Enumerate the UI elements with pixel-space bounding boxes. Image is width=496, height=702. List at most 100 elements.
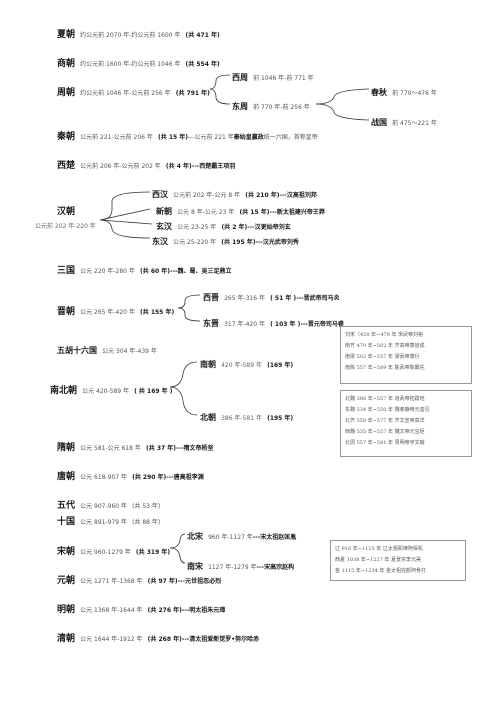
- box-line: 辽 916 年~1125 年 辽太祖耶律阿保机: [335, 546, 423, 552]
- dynasty-name: 清朝: [57, 634, 76, 644]
- sub-east-jin: 东晋 317 年-420 年 ( 103 年 )---晋元帝司马睿: [203, 315, 344, 331]
- sub-name: 玄汉: [156, 222, 172, 231]
- sub-east-han: 东汉 公元 25-220 年 (共 195 年)---汉光武帝刘秀: [152, 233, 299, 249]
- sub-xin: 新朝 公元 8 年-公元 23 年 (共 15 年)---新太祖建兴帝王莽: [156, 203, 325, 219]
- dynasty-duration: (共 53 年): [132, 503, 161, 510]
- sub-date: 前 1046 年-前 771 年: [253, 75, 314, 82]
- dynasty-han: 汉朝: [57, 203, 75, 218]
- dynasty-name: 三国: [57, 266, 76, 276]
- dynasty-duration: (共 268 年): [147, 636, 182, 643]
- dynasty-duration: (共 554 年): [185, 61, 220, 68]
- sub-duration: (共 210 年): [245, 192, 280, 199]
- dynasty-shang: 商朝 约公元前 1600 年-约公元前 1046 年 (共 554 年): [57, 55, 220, 71]
- sub-date: 公元前 202 年-公元 8 年: [173, 192, 241, 199]
- sub-name: 西周: [232, 73, 248, 82]
- sub-name: 东汉: [152, 237, 168, 246]
- dynasty-duration: (共 290 年): [132, 474, 167, 481]
- sub-west-han: 西汉 公元前 202 年-公元 8 年 (共 210 年)---汉高祖刘邦: [152, 186, 317, 202]
- sub-founder: ---晋元帝司马睿: [300, 321, 344, 328]
- sub-date: 420 年-589 年: [221, 362, 262, 369]
- sub-date: 1127 年-1279 年: [208, 564, 257, 571]
- sub-southern-song: 南宋 1127 年-1279 年---宋高宗赵构: [187, 558, 294, 574]
- dynasty-han-date: 公元前 202 年-220 年: [35, 217, 96, 233]
- dynasty-duration: (共 37 年): [146, 445, 177, 452]
- sub-duration: (共 2 年): [221, 224, 248, 231]
- dynasty-name: 隋朝: [57, 443, 76, 453]
- dynasty-note: ---公元前 221 年: [188, 134, 234, 141]
- dynasty-name: 唐朝: [57, 472, 76, 482]
- sub-name: 北朝: [200, 413, 216, 422]
- box-line: 南齐 479 年~502 年 齐高帝萧道成: [345, 343, 425, 349]
- sub-founder: ---汉高祖刘邦: [279, 192, 317, 199]
- sub-name: 战国: [371, 118, 387, 127]
- dynasty-founder: ---唐高祖李渊: [166, 474, 204, 481]
- box-line: 西魏 535 年~557 年 魏文帝元宝炬: [345, 429, 425, 435]
- box-line: 刘宋（420 年~479 年 宋武帝刘裕: [345, 332, 424, 338]
- sub-date: 265 年-316 年: [224, 295, 265, 302]
- sub-southern-dynasties: 南朝 420 年-589 年 (169 年): [200, 356, 293, 372]
- sub-date: 前 475～221 年: [392, 120, 437, 127]
- sub-northern-dynasties: 北朝 386 年-581 年 (195 年): [200, 409, 293, 425]
- dynasty-name: 元朝: [57, 576, 76, 586]
- dynasty-note: ---魏、蜀、吴三足鼎立: [170, 268, 232, 275]
- dynasty-date: 公元 220 年-280 年: [80, 268, 135, 275]
- dynasty-date: 公元 1368 年-1644 年: [80, 607, 143, 614]
- dynasty-three-kingdoms: 三国 公元 220 年-280 年 (共 60 年)---魏、蜀、吴三足鼎立: [57, 262, 232, 278]
- dynasty-duration: (共 88 年): [132, 519, 161, 526]
- dynasty-xia: 夏朝 约公元前 2070 年-约公元前 1600 年 (共 471 年): [57, 26, 220, 42]
- sub-spring-autumn: 春秋 前 770～476 年: [371, 84, 437, 100]
- dynasty-name: 明朝: [57, 605, 76, 615]
- dynasty-duration: (共 791 年): [175, 90, 210, 97]
- dynasty-name: 夏朝: [57, 30, 76, 40]
- box-line: 北齐 550 年~577 年 齐文宣帝高洋: [345, 418, 425, 424]
- dynasty-yuan: 元朝 公元 1271 年-1368 年 (共 97 年)---元世祖忽必烈: [57, 572, 221, 588]
- dynasty-duration: (共 319 年): [135, 549, 171, 556]
- dynasty-date: 公元 265 年-420 年: [80, 309, 135, 316]
- sub-founder: ---晋武帝司马炎: [296, 295, 340, 302]
- dynasty-name: 商朝: [57, 59, 76, 69]
- sub-founder: ---宋太祖赵匡胤: [252, 534, 297, 541]
- sub-northern-song: 北宋 960 年-1127 年---宋太祖赵匡胤: [187, 528, 296, 544]
- dynasty-founder: ---元世祖忽必烈: [177, 578, 222, 585]
- sub-name: 南朝: [200, 360, 216, 369]
- dynasty-qing: 清朝 公元 1644 年-1912 年 (共 268 年)---清太祖爱新觉罗•…: [57, 630, 259, 646]
- sub-date: 前 770～476 年: [392, 90, 437, 97]
- box-line: 金 1115 年~1234 年 金太祖完颜阿骨打: [335, 568, 426, 574]
- dynasty-date: 公元 907-960 年: [80, 503, 127, 510]
- dynasty-chu: 西楚 公元前 206 年-公元前 202 年 (共 4 年)---西楚霸王项羽: [57, 157, 235, 173]
- sub-date: 公元 23-25 年: [177, 224, 217, 231]
- sub-date: 960 年-1127 年: [208, 534, 253, 541]
- sub-name: 东周: [232, 102, 248, 111]
- dynasty-jin: 晋朝 公元 265 年-420 年 (共 155 年): [57, 303, 174, 319]
- dynasty-founder: ---隋文帝杨坚: [176, 445, 214, 452]
- dynasty-name: 西楚: [57, 161, 76, 171]
- dynasty-date: 公元 304 年-439 年: [102, 348, 157, 355]
- dynasty-ten-kingdoms: 十国 公元 891-979 年 (共 88 年): [57, 513, 160, 529]
- sub-founder: ---宋高宗赵构: [256, 564, 295, 571]
- sub-name: 新朝: [156, 207, 172, 216]
- northern-dynasties-box: 北魏 386 年~557 年 道武帝拓跋珪 东魏 534 年~550 年 魏孝静…: [340, 390, 472, 457]
- sub-date: 386 年-581 年: [221, 415, 262, 422]
- dynasty-note-tail: 统一六国，首称皇帝: [263, 134, 318, 141]
- dynasty-date: 公元前 221-公元前 206 年: [80, 134, 153, 141]
- dynasty-name: 周朝: [57, 88, 76, 98]
- dynasty-date: 公元 420-589 年: [82, 388, 129, 395]
- dynasty-date: 公元 581-公元 618 年: [80, 445, 141, 452]
- southern-dynasties-box: 刘宋（420 年~479 年 宋武帝刘裕 南齐 479 年~502 年 齐高帝萧…: [340, 326, 472, 384]
- dynasty-ming: 明朝 公元 1368 年-1644 年 (共 276 年)---明太祖朱元璋: [57, 601, 225, 617]
- sub-name: 西汉: [152, 190, 168, 199]
- box-line: 东魏 534 年~550 年 魏孝静帝元善见: [345, 407, 430, 413]
- dynasty-duration: (共 15 年): [158, 134, 189, 141]
- box-line: 西夏 1038 年~1227 年 夏景宗李元昊: [335, 557, 421, 563]
- sub-east-zhou: 东周 前 770 年-前 256 年: [232, 98, 310, 114]
- dynasty-date: 公元 1644 年-1912 年: [80, 636, 143, 643]
- dynasty-founder: ---清太祖爱新觉罗•努尔哈赤: [181, 636, 260, 643]
- dynasty-name: 五胡十六国: [57, 346, 97, 355]
- dynasty-duration: (共 276 年): [147, 607, 182, 614]
- dynasty-wuhu: 五胡十六国 公元 304 年-439 年: [57, 342, 157, 358]
- sub-duration: ( 51 年 ): [270, 295, 297, 302]
- sub-date: 公元 25-220 年: [173, 239, 217, 246]
- dynasty-founder: ---明太祖朱元璋: [181, 607, 226, 614]
- sub-duration: ( 103 年 ): [270, 321, 301, 328]
- dynasty-name: 南北朝: [50, 386, 78, 396]
